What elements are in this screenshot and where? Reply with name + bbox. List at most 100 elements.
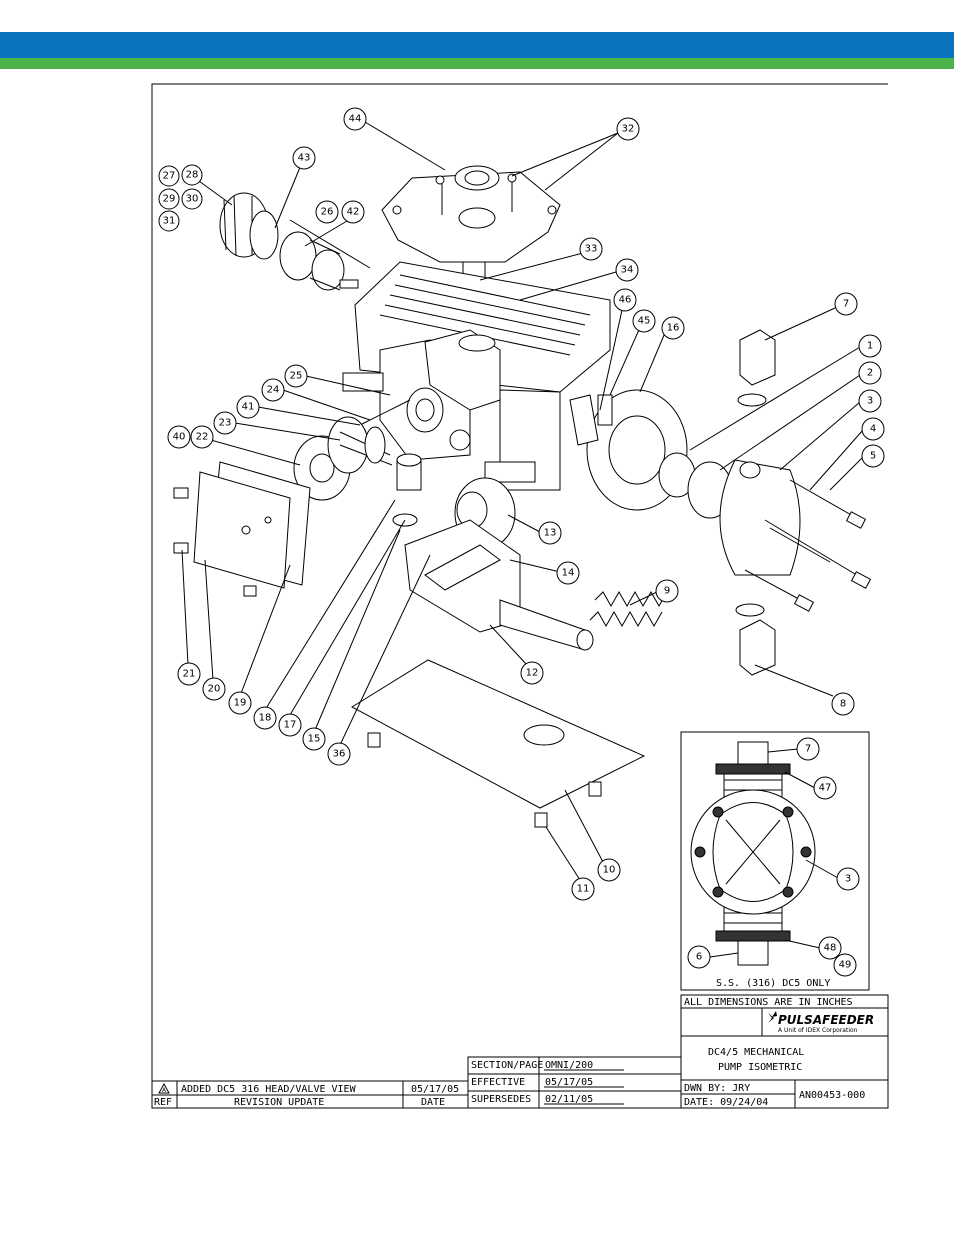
callout-6: 6 bbox=[687, 945, 711, 969]
rev-header-date: DATE bbox=[421, 1097, 445, 1108]
svg-text:6: 6 bbox=[696, 952, 702, 963]
rev-symbol: A bbox=[162, 1087, 167, 1094]
svg-text:19: 19 bbox=[234, 698, 247, 709]
callout-inset-3: 3 bbox=[836, 867, 860, 891]
company-name: PULSAFEEDER bbox=[778, 1013, 874, 1027]
inset-caption: S.S. (316) DC5 ONLY bbox=[716, 978, 830, 989]
svg-text:3: 3 bbox=[845, 874, 851, 885]
svg-text:33: 33 bbox=[585, 244, 598, 255]
callout-40: 40 bbox=[167, 425, 191, 449]
svg-text:16: 16 bbox=[667, 323, 680, 334]
svg-text:36: 36 bbox=[333, 749, 346, 760]
svg-text:15: 15 bbox=[308, 734, 321, 745]
header-band-green bbox=[0, 58, 954, 69]
callout-4: 4 bbox=[861, 417, 885, 441]
header-band-blue bbox=[0, 32, 954, 58]
svg-text:34: 34 bbox=[621, 265, 634, 276]
callout-7: 7 bbox=[834, 292, 858, 316]
svg-text:20: 20 bbox=[208, 684, 221, 695]
svg-text:7: 7 bbox=[843, 299, 849, 310]
svg-text:25: 25 bbox=[290, 371, 303, 382]
callout-21: 21 bbox=[177, 662, 201, 686]
svg-text:41: 41 bbox=[242, 402, 255, 413]
callout-27: 27 bbox=[158, 165, 180, 187]
callout-47: 47 bbox=[813, 776, 837, 800]
svg-text:14: 14 bbox=[562, 568, 575, 579]
callout-8: 8 bbox=[831, 692, 855, 716]
callout-3: 3 bbox=[858, 389, 882, 413]
drawing-date: DATE: 09/24/04 bbox=[684, 1097, 768, 1108]
rev-description: ADDED DC5 316 HEAD/VALVE VIEW bbox=[181, 1084, 357, 1095]
inset-border bbox=[680, 731, 870, 991]
title-block: ALL DIMENSIONS ARE IN INCHES PULSAFEEDER… bbox=[680, 994, 889, 1109]
callout-36: 36 bbox=[327, 742, 351, 766]
drawn-by: DWN BY: JRY bbox=[684, 1083, 750, 1094]
pulsafeeder-logo: PULSAFEEDER A Unit of IDEX Corporation bbox=[768, 1011, 874, 1034]
revision-block: A ADDED DC5 316 HEAD/VALVE VIEW 05/17/05… bbox=[151, 1080, 469, 1109]
svg-text:49: 49 bbox=[839, 960, 852, 971]
callout-41: 41 bbox=[236, 395, 260, 419]
callout-33: 33 bbox=[579, 237, 603, 261]
rev-date: 05/17/05 bbox=[411, 1084, 459, 1095]
callout-49: 49 bbox=[833, 953, 857, 977]
parts-artwork bbox=[173, 165, 872, 828]
svg-text:1: 1 bbox=[867, 341, 873, 352]
callout-46: 46 bbox=[613, 288, 637, 312]
company-subtitle: A Unit of IDEX Corporation bbox=[778, 1027, 858, 1034]
callout-inset-7: 7 bbox=[796, 737, 820, 761]
effective-label: EFFECTIVE bbox=[471, 1077, 525, 1088]
callout-12: 12 bbox=[520, 661, 544, 685]
callout-13: 13 bbox=[538, 521, 562, 545]
callout-19: 19 bbox=[228, 691, 252, 715]
callout-15: 15 bbox=[302, 727, 326, 751]
svg-text:5: 5 bbox=[870, 451, 876, 462]
svg-text:30: 30 bbox=[186, 194, 199, 205]
callout-24: 24 bbox=[261, 378, 285, 402]
callout-11: 11 bbox=[571, 877, 595, 901]
svg-text:8: 8 bbox=[840, 699, 846, 710]
callout-26: 26 bbox=[315, 200, 339, 224]
callout-10: 10 bbox=[597, 858, 621, 882]
svg-text:31: 31 bbox=[163, 216, 176, 227]
drawing-number: AN00453-000 bbox=[799, 1090, 865, 1101]
callout-29: 29 bbox=[158, 188, 180, 210]
section-page-label: SECTION/PAGE bbox=[471, 1060, 543, 1071]
callout-16: 16 bbox=[661, 316, 685, 340]
svg-text:29: 29 bbox=[163, 194, 176, 205]
svg-text:10: 10 bbox=[603, 865, 616, 876]
svg-text:11: 11 bbox=[577, 884, 590, 895]
section-block: SECTION/PAGE OMNI/200 EFFECTIVE 05/17/05… bbox=[467, 1056, 682, 1109]
rev-header-update: REVISION UPDATE bbox=[234, 1097, 324, 1108]
svg-text:21: 21 bbox=[183, 669, 196, 680]
svg-text:42: 42 bbox=[347, 207, 360, 218]
callout-42: 42 bbox=[341, 200, 365, 224]
svg-text:28: 28 bbox=[186, 170, 199, 181]
callout-23: 23 bbox=[213, 411, 237, 435]
effective-value: 05/17/05 bbox=[545, 1077, 593, 1088]
callout-32: 32 bbox=[616, 117, 640, 141]
callout-30: 30 bbox=[181, 188, 203, 210]
callout-17: 17 bbox=[278, 713, 302, 737]
supersedes-label: SUPERSEDES bbox=[471, 1094, 531, 1105]
callout-labels: 44 32 27 28 43 29 30 31 26 42 33 34 7 46… bbox=[158, 107, 885, 901]
callout-31: 31 bbox=[158, 210, 180, 232]
callout-28: 28 bbox=[181, 164, 203, 186]
drawing-title-line1: DC4/5 MECHANICAL bbox=[708, 1047, 804, 1058]
svg-text:47: 47 bbox=[819, 783, 832, 794]
svg-text:2: 2 bbox=[867, 368, 873, 379]
svg-text:9: 9 bbox=[664, 586, 670, 597]
callout-leaders bbox=[181, 121, 864, 881]
callout-43: 43 bbox=[292, 146, 316, 170]
callout-45: 45 bbox=[632, 309, 656, 333]
drawing-title-line2: PUMP ISOMETRIC bbox=[718, 1062, 802, 1073]
callout-20: 20 bbox=[202, 677, 226, 701]
callout-44: 44 bbox=[343, 107, 367, 131]
callout-2: 2 bbox=[858, 361, 882, 385]
callout-25: 25 bbox=[284, 364, 308, 388]
svg-text:27: 27 bbox=[163, 171, 176, 182]
svg-text:44: 44 bbox=[349, 114, 362, 125]
callout-9: 9 bbox=[655, 579, 679, 603]
svg-text:46: 46 bbox=[619, 295, 632, 306]
svg-text:45: 45 bbox=[638, 316, 651, 327]
